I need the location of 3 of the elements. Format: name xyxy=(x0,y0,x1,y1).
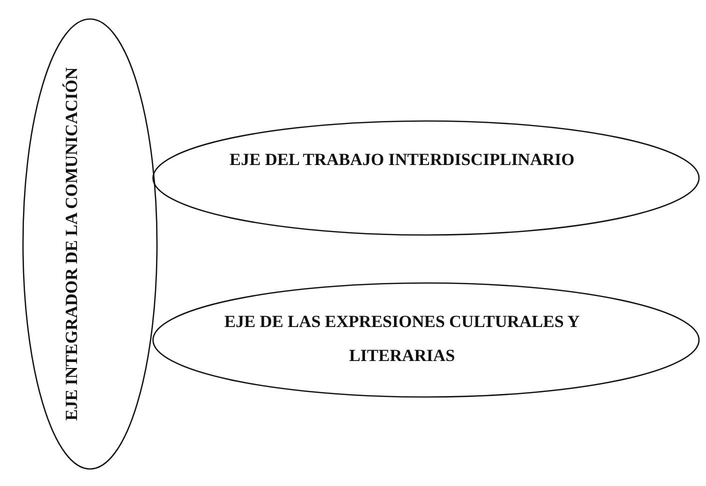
axis-label: EJE INTEGRADOR DE LA COMUNICACIÓN xyxy=(61,66,82,423)
axis-label: EJE DEL TRABAJO INTERDISCIPLINARIO xyxy=(228,149,576,171)
axis-label: EJE DE LAS EXPRESIONES CULTURALES Y LITERARIAS xyxy=(223,311,581,367)
